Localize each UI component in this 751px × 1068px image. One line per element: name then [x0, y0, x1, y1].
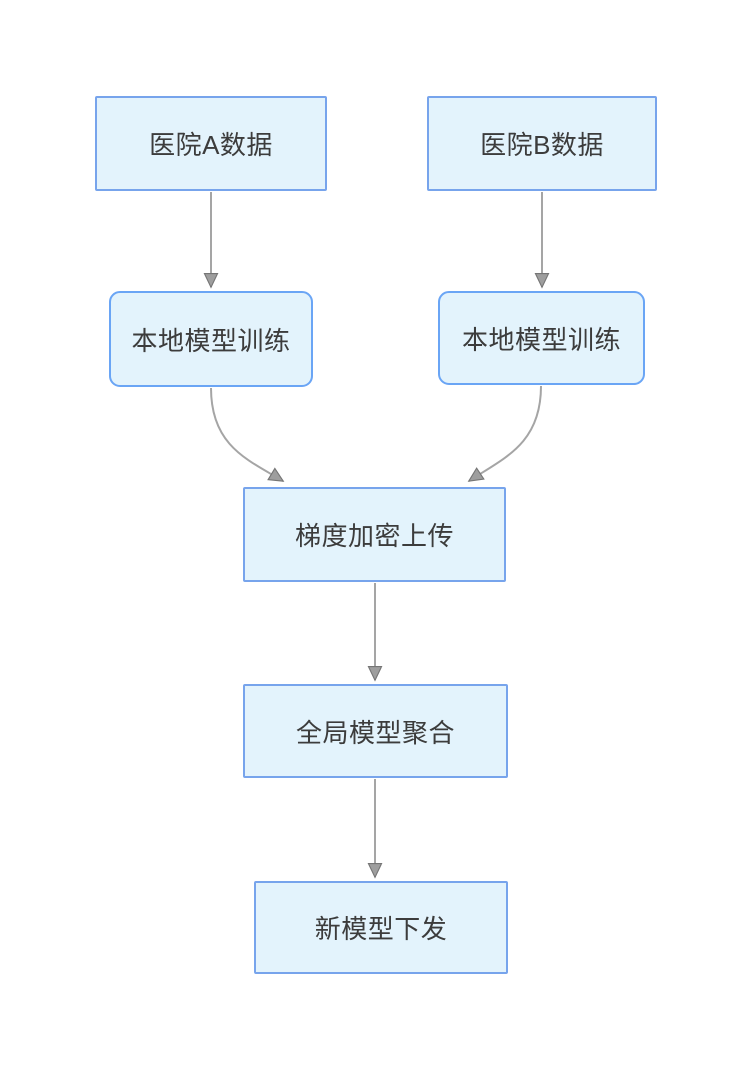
node-hospital-b-data: 医院B数据	[427, 96, 657, 191]
node-label: 全局模型聚合	[295, 717, 455, 748]
node-label: 梯度加密上传	[294, 521, 454, 551]
node-hospital-a-data: 医院A数据	[95, 96, 327, 191]
node-global-model-aggregation: 全局模型聚合	[243, 684, 508, 778]
node-new-model-distribution: 新模型下发	[254, 881, 508, 974]
node-label: 医院B数据	[480, 130, 604, 160]
node-local-model-training-b: 本地模型训练	[438, 291, 645, 385]
node-label: 新模型下发	[314, 914, 448, 944]
node-label: 医院A数据	[149, 130, 273, 160]
node-gradient-encrypted-upload: 梯度加密上传	[243, 487, 506, 582]
edge-local-training-b-to-gradient-upload	[467, 385, 542, 482]
node-label: 本地模型训练	[461, 324, 621, 355]
edge-local-training-a-to-gradient-upload	[210, 387, 285, 482]
node-local-model-training-a: 本地模型训练	[109, 291, 313, 387]
node-label: 本地模型训练	[131, 325, 291, 356]
